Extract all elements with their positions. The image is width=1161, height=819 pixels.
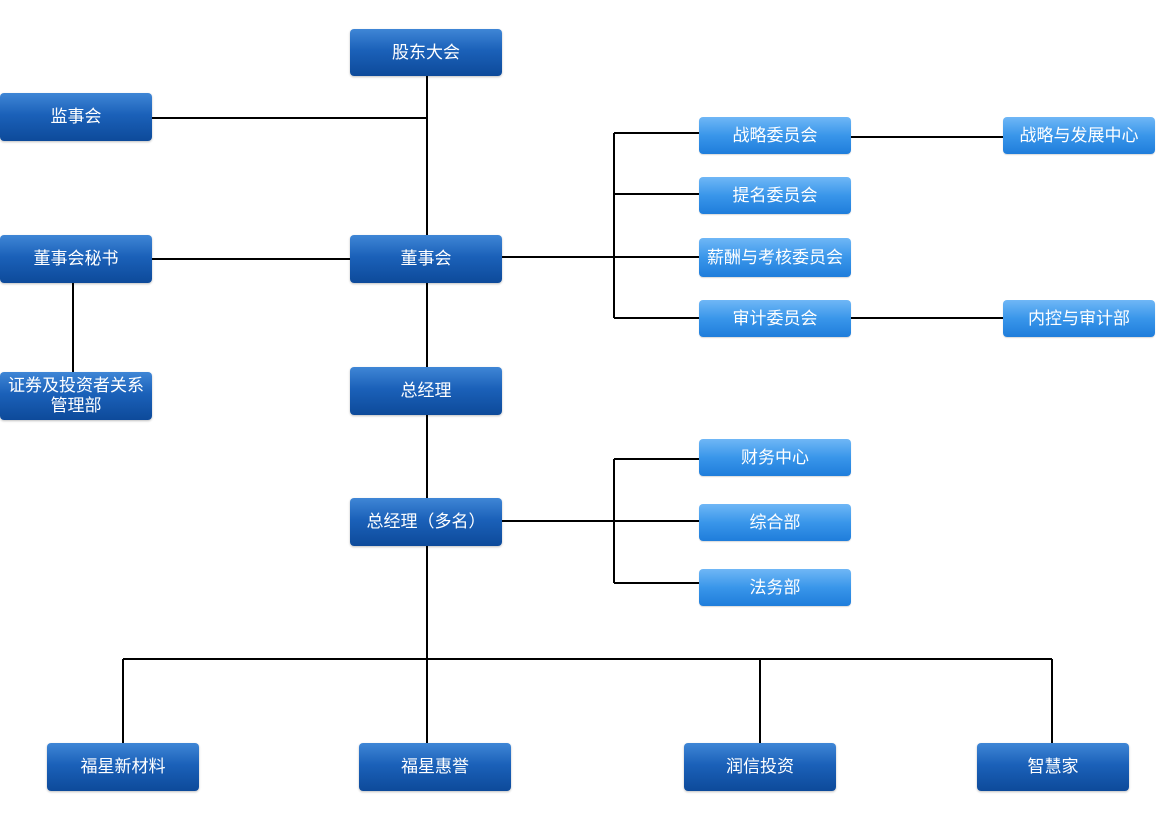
node-internal-audit: 内控与审计部 [1003,300,1155,337]
node-sub-runxin: 润信投资 [684,743,836,791]
node-strategy-committee-label: 战略委员会 [732,125,818,146]
node-sub-huiyu: 福星惠誉 [359,743,511,791]
node-board-secretary: 董事会秘书 [0,235,152,283]
node-legal-dept-label: 法务部 [749,577,801,598]
node-sub-smarthome: 智慧家 [977,743,1129,791]
node-supervisory-board-label: 监事会 [50,107,102,127]
node-board-label: 董事会 [400,249,452,269]
node-sub-materials-label: 福星新材料 [80,757,166,777]
node-board-secretary-label: 董事会秘书 [33,249,119,269]
node-nomination-committee: 提名委员会 [699,177,851,214]
node-sub-smarthome-label: 智慧家 [1027,757,1079,777]
node-deputy-gm: 总经理（多名） [350,498,502,546]
node-remuneration-committee: 薪酬与考核委员会 [699,238,851,277]
node-internal-audit-label: 内控与审计部 [1028,308,1130,329]
node-audit-committee: 审计委员会 [699,300,851,337]
node-audit-committee-label: 审计委员会 [732,308,818,329]
node-shareholders: 股东大会 [350,29,502,76]
node-nomination-committee-label: 提名委员会 [732,185,818,206]
node-general-manager: 总经理 [350,367,502,415]
node-finance-center: 财务中心 [699,439,851,476]
node-general-dept: 综合部 [699,504,851,541]
node-strategy-committee: 战略委员会 [699,117,851,154]
node-sub-runxin-label: 润信投资 [726,757,794,777]
node-legal-dept: 法务部 [699,569,851,606]
node-strategy-center: 战略与发展中心 [1003,117,1155,154]
node-sub-materials: 福星新材料 [47,743,199,791]
node-deputy-gm-label: 总经理（多名） [366,512,486,532]
node-securities-ir-label-1: 证券及投资者关系 [8,376,144,396]
node-shareholders-label: 股东大会 [392,42,460,63]
node-sub-huiyu-label: 福星惠誉 [401,757,469,777]
node-board: 董事会 [350,235,502,283]
node-remuneration-committee-label: 薪酬与考核委员会 [707,247,843,268]
node-general-manager-label: 总经理 [400,381,452,401]
node-general-dept-label: 综合部 [749,512,801,533]
node-securities-ir: 证券及投资者关系 管理部 [0,372,152,420]
node-strategy-center-label: 战略与发展中心 [1019,125,1139,146]
node-securities-ir-label-2: 管理部 [50,396,102,416]
node-supervisory-board: 监事会 [0,93,152,141]
node-finance-center-label: 财务中心 [741,447,809,468]
